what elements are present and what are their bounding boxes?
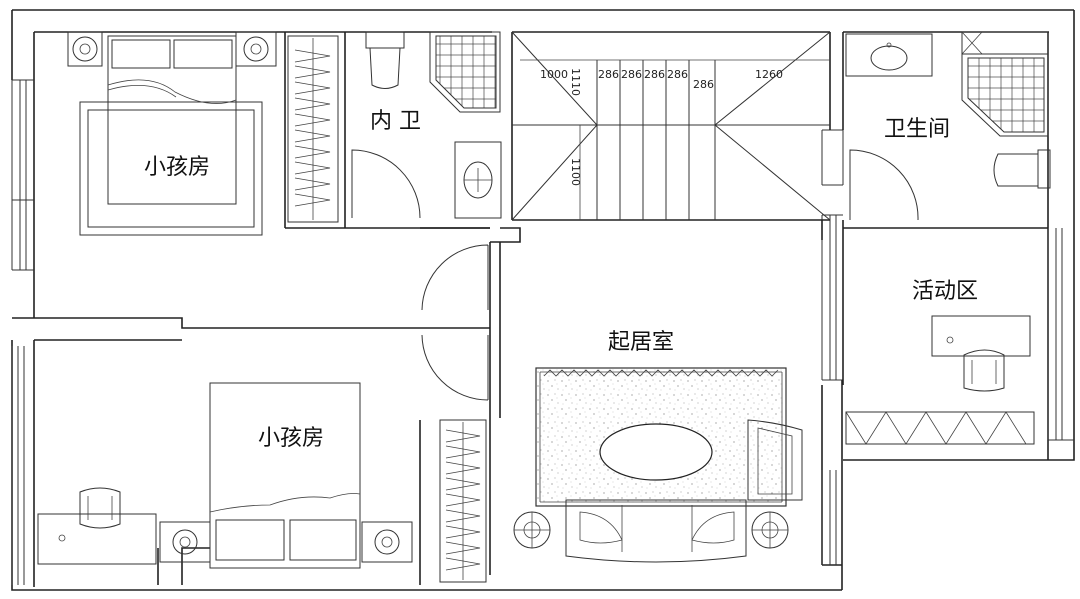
nightstand-icon (67, 31, 277, 67)
dim-1100: 1100 (569, 158, 582, 186)
dim-286-3: 286 (644, 68, 665, 81)
dim-1000: 1000 (540, 68, 568, 81)
room-label-kids-bottom: 小孩房 (258, 426, 324, 451)
armchair-right (747, 419, 803, 501)
shower-right (961, 31, 1049, 137)
dim-286-4: 286 (667, 68, 688, 81)
interior-walls (34, 32, 1048, 585)
dim-1110: 1110 (569, 68, 582, 96)
dim-286-1: 286 (598, 68, 619, 81)
room-label-living: 起居室 (608, 330, 674, 355)
wardrobe-bottom (439, 419, 487, 583)
windows (11, 79, 1074, 585)
doors (351, 149, 919, 401)
washbasin-right (845, 33, 933, 77)
sink-icon (454, 141, 502, 219)
dim-286-2: 286 (621, 68, 642, 81)
desk-right (931, 315, 1031, 392)
toilet-right-icon (993, 149, 1051, 189)
wardrobe-top (287, 35, 339, 223)
sofa-bottom (565, 499, 747, 563)
dim-286-5: 286 (693, 78, 714, 91)
staircase (511, 31, 831, 221)
nightstand-bottom-icon (159, 521, 413, 563)
bed-bottom (209, 382, 361, 569)
room-label-inner-bath: 内 卫 (370, 109, 421, 134)
room-label-activity: 活动区 (912, 279, 978, 304)
room-label-bathroom: 卫生间 (884, 117, 950, 142)
dimension-labels: 1000 1110 286 286 286 286 286 1260 1100 (540, 68, 783, 186)
coffee-table (599, 423, 713, 481)
desk-bottom (37, 487, 157, 565)
room-label-kids-top: 小孩房 (144, 155, 210, 180)
side-lamp-icons (513, 511, 789, 549)
toilet-icon (365, 31, 405, 89)
bed-top (79, 35, 263, 236)
dim-1260: 1260 (755, 68, 783, 81)
shower-top (429, 31, 501, 113)
bench-right (845, 411, 1035, 445)
